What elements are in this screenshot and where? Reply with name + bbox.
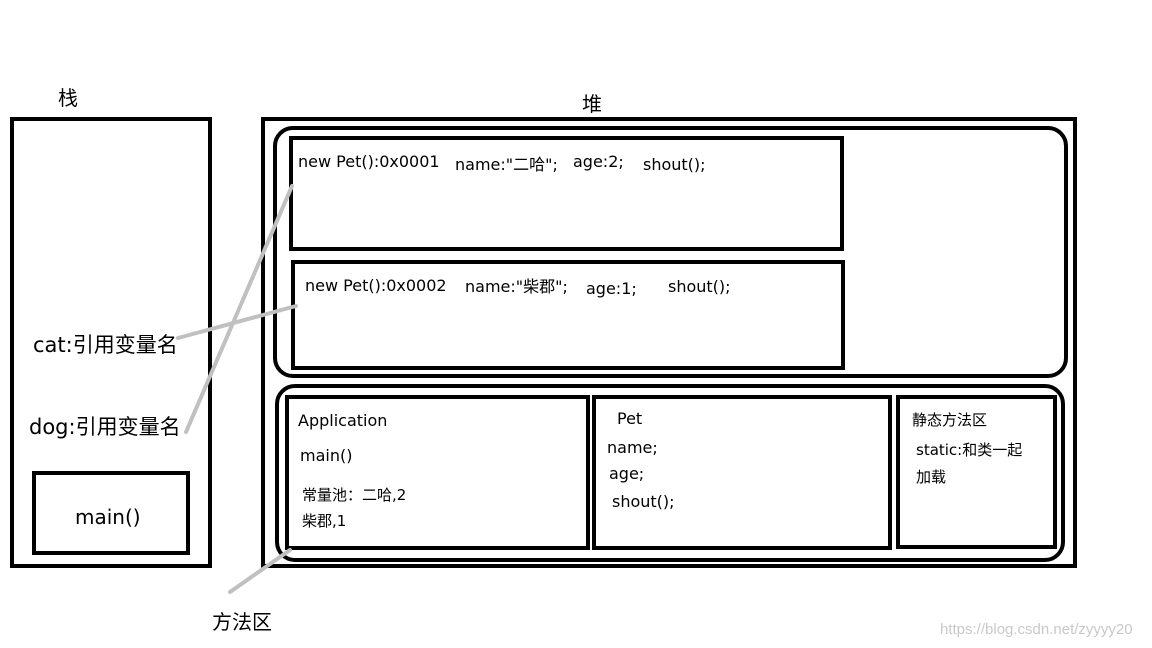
constant-pool-line-2: 柴郡,1: [302, 512, 347, 530]
main-frame-label: main(): [75, 505, 141, 529]
cat-reference-label: cat:引用变量名: [33, 333, 178, 357]
constant-pool-line-1: 常量池：二哈,2: [302, 486, 407, 504]
object-1-address: new Pet():0x0001: [298, 152, 440, 171]
method-area-region: [275, 384, 1065, 562]
object-2-name: name:"柴郡";: [465, 277, 568, 296]
dog-reference-label: dog:引用变量名: [29, 415, 181, 439]
application-class-box: [285, 395, 590, 550]
main-frame-box: [32, 471, 190, 555]
application-class-title: Application: [298, 411, 388, 430]
object-1-age: age:2;: [573, 152, 624, 171]
object-2-age: age:1;: [586, 279, 637, 298]
object-1-name: name:"二哈";: [455, 155, 558, 174]
object-2-shout: shout();: [668, 277, 731, 296]
object-1-shout: shout();: [643, 155, 706, 174]
pet-class-box: [592, 395, 892, 550]
pet-class-shout-method: shout();: [612, 492, 675, 511]
heap-title: 堆: [582, 92, 602, 116]
watermark: https://blog.csdn.net/zyyyy20: [940, 621, 1133, 638]
application-main-method: main(): [300, 446, 353, 465]
object-2-address: new Pet():0x0002: [305, 276, 447, 295]
stack-title: 栈: [58, 86, 78, 110]
pet-class-name-field: name;: [607, 438, 658, 457]
pet-class-age-field: age;: [609, 464, 645, 483]
pet-class-title: Pet: [617, 409, 643, 428]
method-area-label: 方法区: [212, 610, 272, 634]
static-method-area-box: [896, 395, 1057, 549]
static-area-title: 静态方法区: [912, 411, 988, 429]
static-area-line-2: 加载: [916, 468, 947, 486]
static-area-line-1: static:和类一起: [916, 441, 1023, 459]
